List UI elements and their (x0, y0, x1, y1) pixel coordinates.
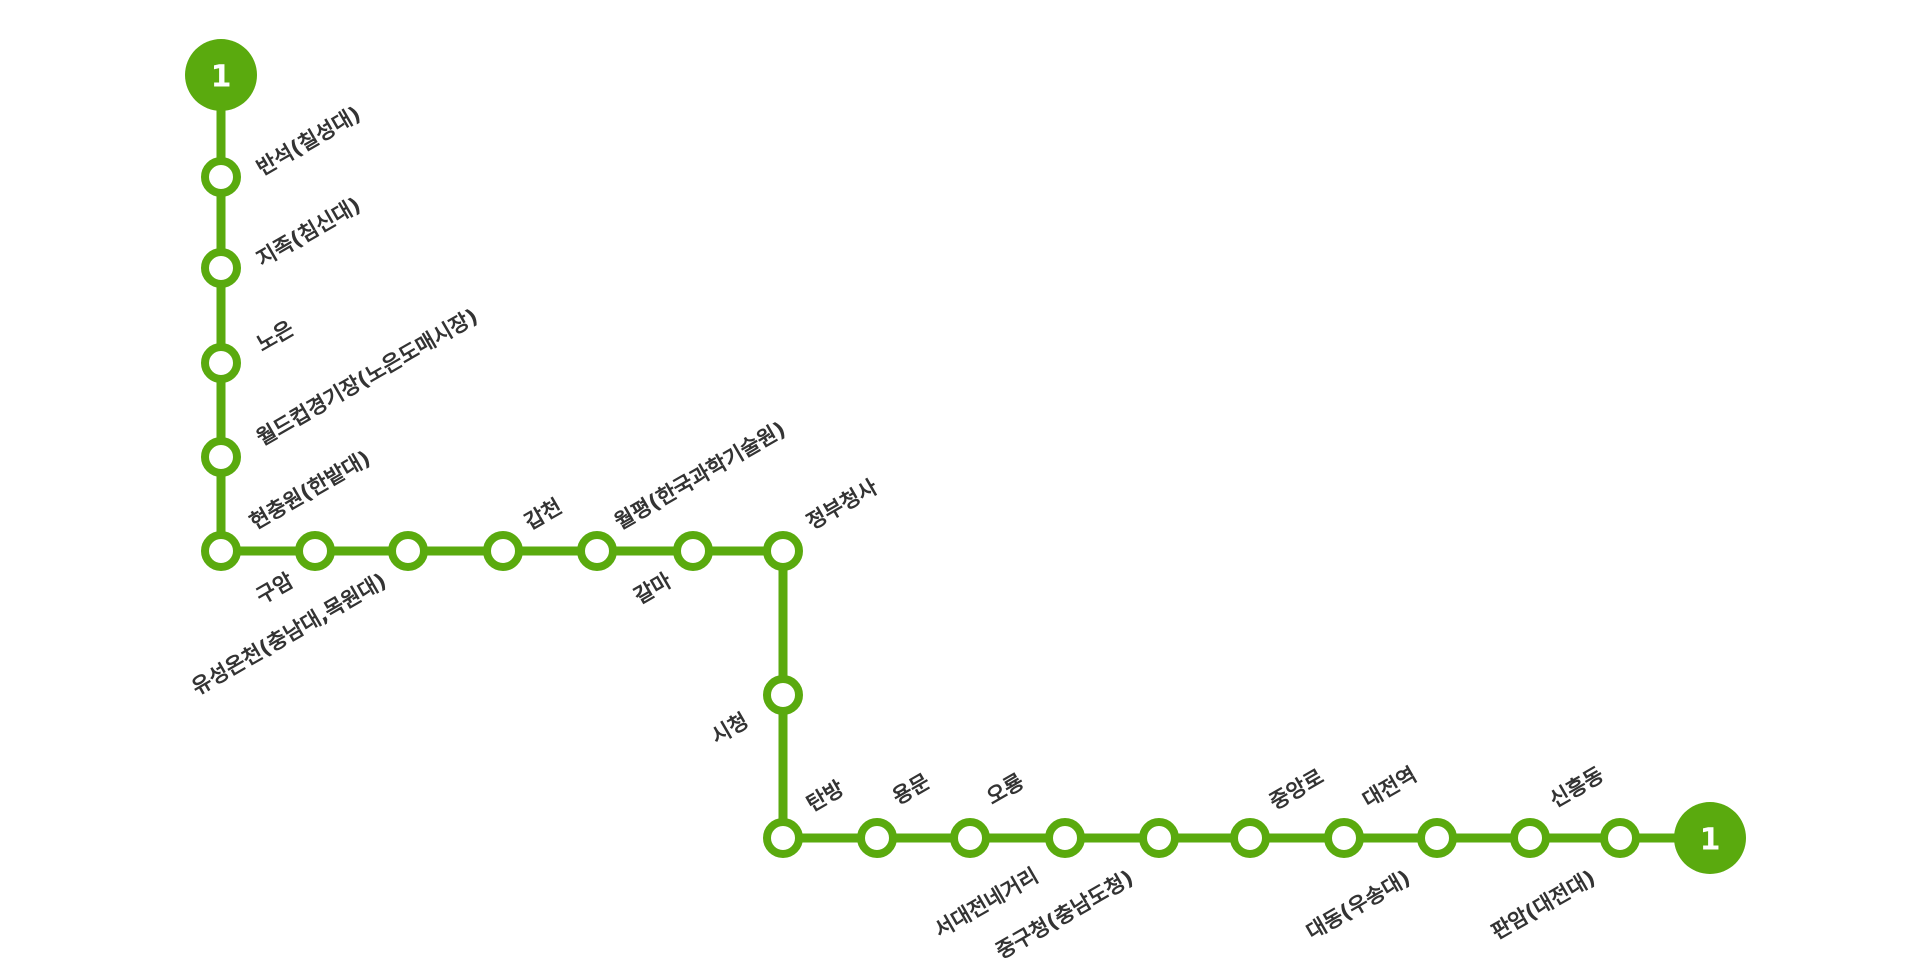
station-marker[interactable] (1510, 818, 1550, 858)
station-marker[interactable] (1139, 818, 1179, 858)
station-marker[interactable] (577, 531, 617, 571)
station-label[interactable]: 갑천 (521, 494, 566, 534)
station-label[interactable]: 대전역 (1359, 763, 1421, 813)
station-label[interactable]: 노은 (253, 316, 298, 356)
station-label[interactable]: 구암 (252, 569, 297, 609)
station-1[interactable]: 반석(칠성대) (201, 102, 365, 197)
station-marker[interactable] (201, 248, 241, 288)
station-marker[interactable] (857, 818, 897, 858)
station-label[interactable]: 정부청사 (803, 475, 883, 535)
station-label[interactable]: 시청 (707, 709, 752, 749)
station-label[interactable]: 현충원(한밭대) (246, 446, 375, 534)
station-marker[interactable] (201, 437, 241, 477)
station-marker[interactable] (1324, 818, 1364, 858)
terminal-north-badge (185, 39, 257, 111)
station-marker[interactable] (763, 675, 803, 715)
station-marker[interactable] (1417, 818, 1457, 858)
station-marker[interactable] (201, 531, 241, 571)
station-label[interactable]: 갈마 (630, 568, 676, 608)
station-label[interactable]: 반석(칠성대) (253, 102, 365, 181)
station-label[interactable]: 탄방 (803, 776, 848, 816)
station-marker[interactable] (388, 531, 428, 571)
station-label[interactable]: 중앙로 (1266, 765, 1328, 815)
station-label[interactable]: 신흥동 (1546, 763, 1608, 813)
station-marker[interactable] (950, 818, 990, 858)
terminal-east-number: 1 (1700, 823, 1721, 858)
station-marker[interactable] (1230, 818, 1270, 858)
station-label[interactable]: 판암(대전대) (1487, 866, 1599, 945)
station-marker[interactable] (201, 343, 241, 383)
station-6[interactable]: 구암 (252, 531, 335, 609)
station-label[interactable]: 용문 (889, 769, 934, 809)
station-marker[interactable] (763, 531, 803, 571)
station-label[interactable]: 월평(한국과학기술원) (611, 417, 790, 534)
station-label[interactable]: 대동(우송대) (1302, 866, 1414, 945)
station-4[interactable]: 월드컵경기장(노은도매시장) (201, 304, 482, 477)
station-marker[interactable] (673, 531, 713, 571)
station-marker[interactable] (763, 818, 803, 858)
line-1-route (216, 70, 1715, 843)
station-marker[interactable] (201, 157, 241, 197)
terminal-east-badge (1674, 802, 1746, 874)
station-label[interactable]: 오룡 (983, 769, 1028, 809)
station-label[interactable]: 지족(침신대) (253, 193, 365, 272)
station-10[interactable]: 갈마 (630, 531, 713, 609)
station-8[interactable]: 갑천 (483, 494, 566, 571)
station-11[interactable]: 정부청사 (763, 475, 883, 571)
station-marker[interactable] (483, 531, 523, 571)
station-marker[interactable] (295, 531, 335, 571)
terminal-north-number: 1 (211, 60, 232, 95)
station-2[interactable]: 지족(침신대) (201, 193, 365, 288)
station-marker[interactable] (1045, 818, 1085, 858)
terminal-east: 1 (1674, 802, 1746, 874)
terminal-north: 1 (185, 39, 257, 111)
station-marker[interactable] (1600, 818, 1640, 858)
